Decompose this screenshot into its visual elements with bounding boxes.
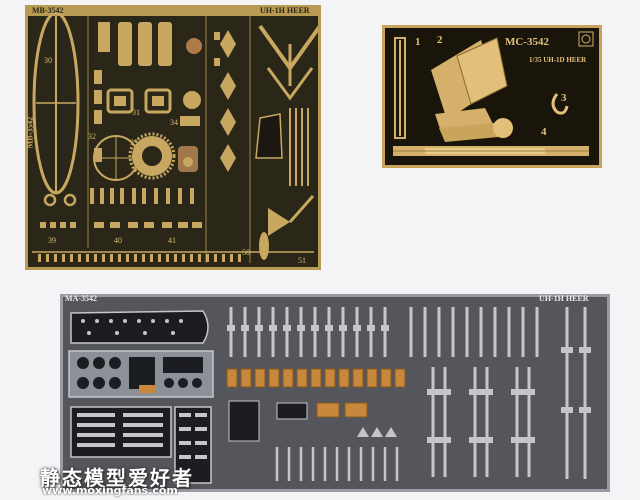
brass-fret-code-right: UH-1H HEER	[260, 6, 310, 15]
small-fret-part-3: 3	[561, 92, 567, 104]
brass-fret-parts	[28, 8, 318, 263]
part-number: 40	[114, 236, 122, 245]
brass-fret-code-side: MB-3542	[25, 116, 35, 149]
part-number: 33	[130, 138, 138, 147]
brass-fret-code-left: MB-3542	[32, 6, 64, 15]
small-brass-fret: MC-3542 1/35 UH-1D HEER 1 2 3 4	[382, 25, 602, 168]
steel-fret-parts	[68, 307, 591, 484]
part-number: 41	[168, 236, 176, 245]
part-number: 51	[298, 256, 306, 265]
part-number: 30	[44, 56, 52, 65]
small-fret-subtitle: 1/35 UH-1D HEER	[529, 56, 587, 64]
steel-fret-code-right: UH-1H HEER	[539, 294, 589, 303]
brass-photo-etch-fret: MB-3542 UH-1H HEER MB-3542 30 31 32 33 3…	[25, 5, 321, 270]
watermark-url: www.moxingfans.com	[42, 484, 178, 497]
part-number: 39	[48, 236, 56, 245]
small-fret-part-2: 2	[437, 34, 443, 46]
part-number: 50	[242, 248, 250, 257]
small-fret-code: MC-3542	[505, 36, 549, 48]
small-fret-parts	[393, 31, 594, 156]
watermark: 静态模型爱好者 www.moxingfans.com	[40, 462, 260, 497]
stainless-photo-etch-fret: MA-3542 UH-1H HEER	[60, 294, 610, 492]
small-fret-part-1: 1	[415, 36, 421, 48]
watermark-chinese-text: 静态模型爱好者	[40, 466, 194, 490]
part-number: 34	[170, 118, 178, 127]
steel-fret-code-left: MA-3542	[65, 294, 97, 303]
part-number: 32	[88, 132, 96, 141]
part-number: 31	[132, 108, 140, 117]
small-fret-part-4: 4	[541, 126, 547, 138]
